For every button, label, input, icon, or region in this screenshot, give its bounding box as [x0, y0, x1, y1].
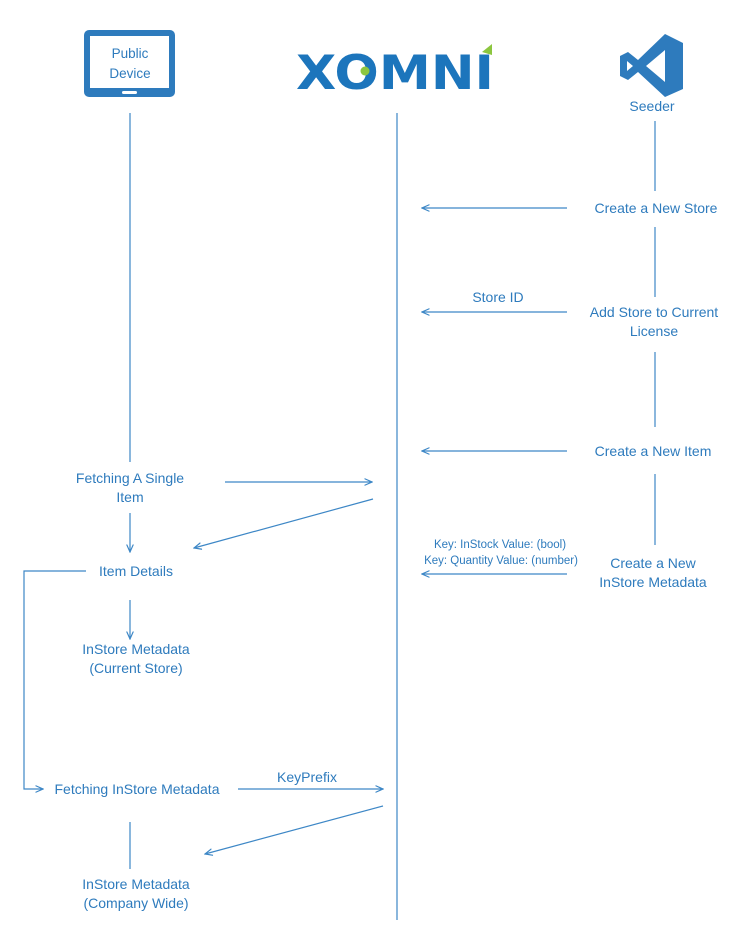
message-key-instock: Key: InStock Value: (bool) [434, 539, 566, 551]
logo-green-accent [482, 44, 492, 55]
seeder-participant: Seeder [620, 34, 683, 114]
step-add-store-line1: Add Store to Current [590, 304, 719, 320]
step-fetch-item-line2: Item [116, 489, 143, 505]
xomni-logo-text: XOMNI [296, 46, 494, 101]
xomni-logo: XOMNI [296, 44, 494, 101]
step-metadata-current-line2: (Current Store) [89, 660, 182, 676]
visual-studio-icon [620, 34, 683, 97]
public-device-participant: Public Device [84, 30, 175, 97]
step-fetch-metadata: Fetching InStore Metadata [55, 781, 220, 797]
step-item-details: Item Details [99, 563, 173, 579]
public-device-label-line2: Device [109, 66, 150, 81]
step-create-store: Create a New Store [595, 200, 718, 216]
arrow-metadata-response [205, 805, 384, 854]
message-store-id: Store ID [472, 289, 523, 305]
logo-green-dot [360, 66, 370, 76]
public-device-label-line1: Public [112, 46, 149, 61]
arrow-fetch-item-response [194, 498, 374, 548]
step-create-metadata-line2: InStore Metadata [599, 574, 707, 590]
tablet-icon [84, 30, 175, 97]
step-metadata-current-line1: InStore Metadata [82, 641, 190, 657]
step-metadata-company-line1: InStore Metadata [82, 876, 190, 892]
connector-item-details-to-fetch-metadata [23, 570, 86, 789]
seeder-label: Seeder [629, 98, 674, 114]
step-metadata-company-line2: (Company Wide) [83, 895, 188, 911]
message-key-prefix: KeyPrefix [277, 769, 337, 785]
step-create-item: Create a New Item [595, 443, 712, 459]
step-add-store-line2: License [630, 323, 678, 339]
step-create-metadata-line1: Create a New [610, 555, 696, 571]
step-fetch-item-line1: Fetching A Single [76, 470, 184, 486]
message-key-quantity: Key: Quantity Value: (number) [424, 555, 578, 567]
